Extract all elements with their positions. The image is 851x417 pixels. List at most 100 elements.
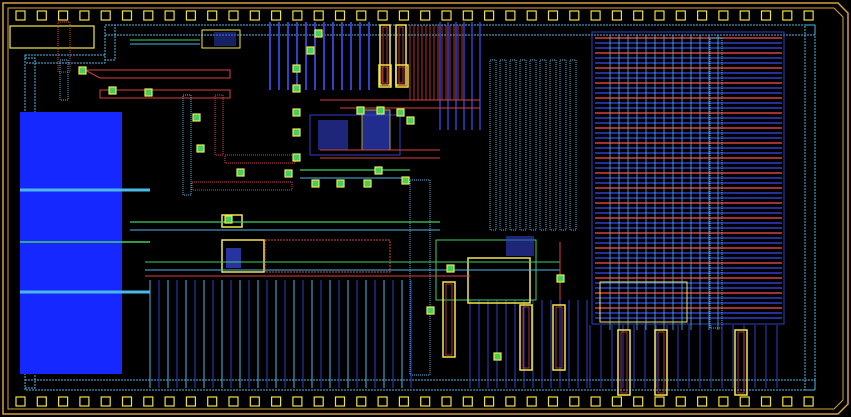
transistor-gate	[555, 306, 563, 369]
pad	[760, 396, 772, 407]
pad	[185, 396, 196, 407]
via	[363, 179, 372, 188]
via	[336, 179, 345, 188]
pad	[164, 10, 175, 21]
pad	[718, 10, 729, 21]
pad	[526, 396, 537, 407]
transistor-strip	[378, 64, 392, 88]
lower-bus-lines	[149, 280, 778, 388]
pad	[79, 396, 90, 407]
bus-line	[529, 59, 537, 231]
via	[356, 106, 365, 115]
bus-line	[489, 59, 497, 231]
transistor-gate	[381, 66, 389, 86]
transistor-gate	[620, 331, 628, 394]
transistor-gate	[522, 306, 530, 369]
array-boundary	[591, 31, 785, 325]
via	[401, 176, 410, 185]
pad	[143, 396, 154, 407]
bus-line	[539, 59, 547, 231]
transistor-strip	[379, 24, 391, 86]
pad	[121, 10, 133, 21]
pad	[271, 10, 282, 21]
pad	[696, 10, 708, 21]
pad	[484, 396, 495, 407]
transistor-gate	[382, 26, 388, 84]
pad	[654, 10, 665, 21]
pad	[654, 396, 665, 407]
transistor-strip	[519, 304, 533, 371]
pad	[15, 10, 26, 21]
pad	[334, 10, 346, 21]
via	[292, 64, 301, 73]
via	[396, 108, 405, 117]
capacitor-block	[20, 112, 150, 374]
via	[306, 46, 315, 55]
bus-line	[509, 59, 517, 231]
via	[376, 106, 385, 115]
transistor-gate	[398, 66, 406, 86]
pad	[313, 10, 324, 21]
pad	[696, 396, 708, 407]
pad	[462, 10, 473, 21]
bus-line	[549, 59, 557, 231]
pad	[292, 396, 303, 407]
pad	[143, 10, 154, 21]
via	[311, 179, 320, 188]
via	[224, 215, 233, 224]
pad	[611, 10, 623, 21]
vertical-bus-lines	[269, 22, 577, 376]
transistor-strip	[395, 24, 407, 86]
pad	[228, 396, 239, 407]
bus-line	[559, 59, 567, 231]
transistor-strip	[654, 329, 668, 396]
transistor-strip	[734, 329, 748, 396]
transistor-gate	[737, 331, 745, 394]
via	[144, 88, 153, 97]
pad	[36, 10, 47, 21]
pad	[292, 10, 303, 21]
pad	[760, 10, 772, 21]
via	[314, 29, 323, 38]
transistor-gate	[445, 283, 453, 356]
pad	[356, 10, 367, 21]
pad	[590, 396, 601, 407]
pad	[164, 396, 175, 407]
pad	[633, 396, 644, 407]
pad	[611, 396, 623, 407]
bus-line	[569, 59, 577, 231]
pad	[398, 396, 409, 407]
pad	[228, 10, 239, 21]
pad	[377, 10, 388, 21]
pad	[121, 396, 133, 407]
bus-line	[409, 179, 431, 376]
transistor-gate	[398, 26, 404, 84]
pad	[100, 10, 111, 21]
pad	[207, 396, 218, 407]
transistor-strip	[617, 329, 631, 396]
left-routing	[57, 21, 296, 196]
pad	[675, 10, 686, 21]
via	[292, 128, 301, 137]
pad	[79, 10, 90, 21]
via	[78, 66, 87, 75]
pad	[633, 10, 644, 21]
pad	[185, 10, 196, 21]
via	[292, 108, 301, 117]
pad	[547, 10, 559, 21]
pad	[526, 10, 537, 21]
pad	[505, 10, 516, 21]
pad	[398, 10, 409, 21]
pad	[57, 10, 69, 21]
vias	[78, 29, 565, 361]
via	[108, 86, 117, 95]
pad	[718, 396, 729, 407]
transistor-gate	[657, 331, 665, 394]
pad	[569, 10, 580, 21]
pad	[782, 396, 793, 407]
via	[192, 113, 201, 122]
pad	[334, 396, 346, 407]
pad	[15, 396, 26, 407]
